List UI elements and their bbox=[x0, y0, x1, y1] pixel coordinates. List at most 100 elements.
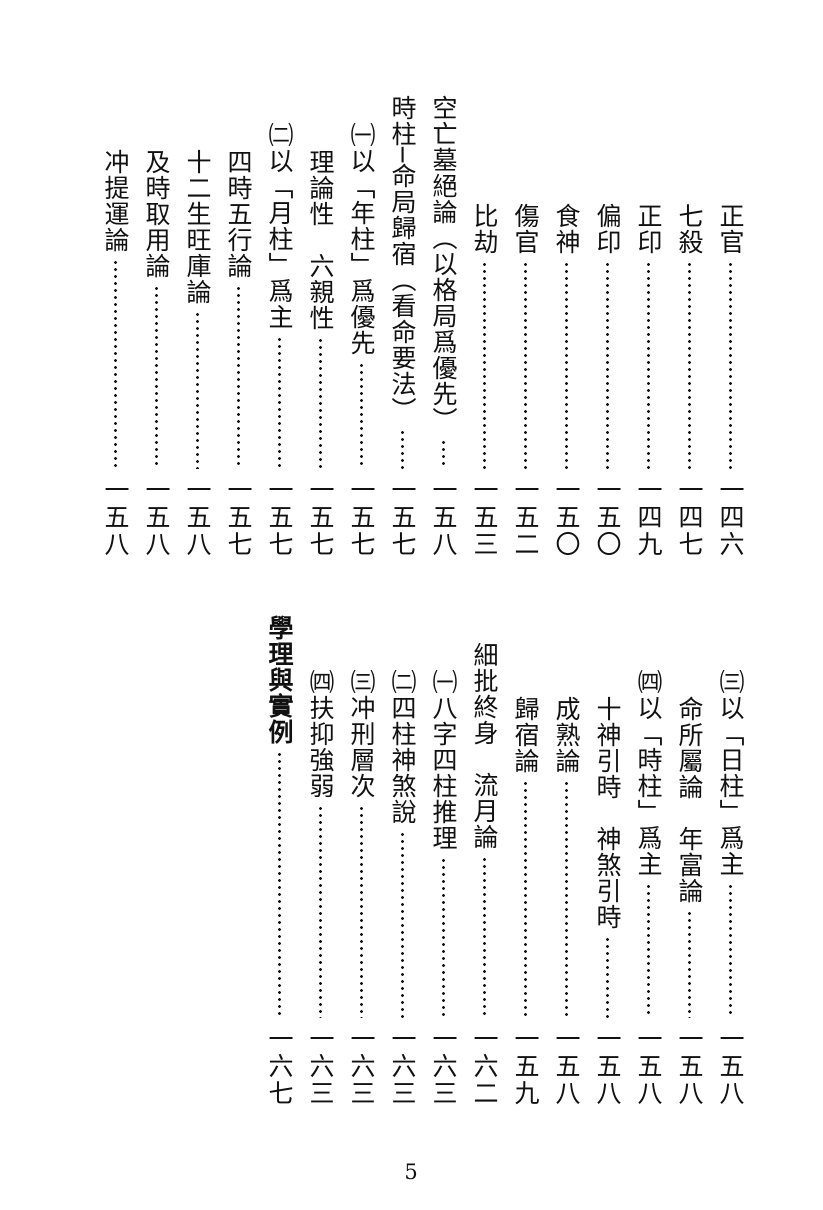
dot-leader bbox=[359, 362, 363, 469]
dot-leader bbox=[277, 751, 281, 1018]
toc-entry-page: 一五〇 bbox=[552, 477, 581, 558]
toc-entry-page: 一六三 bbox=[429, 1026, 458, 1107]
toc-entry-page: 一五九 bbox=[511, 1026, 540, 1107]
dot-leader bbox=[646, 883, 650, 1018]
toc-entry: 食神 一五〇 bbox=[551, 203, 581, 558]
toc-entry-title: 歸宿論 bbox=[511, 696, 540, 774]
toc-entry: 正印 一四九 bbox=[633, 203, 663, 558]
toc-entry: 學理與實例 一六七 bbox=[264, 615, 294, 1107]
toc-entry: 正官 一四六 bbox=[715, 203, 745, 558]
toc-entry-page: 一六七 bbox=[265, 1026, 294, 1107]
toc-entry: 四時五行論 一五七 bbox=[223, 149, 253, 558]
toc-entry-page: 一四九 bbox=[634, 477, 663, 558]
toc-entry-title: 時柱─命局歸宿（看命要法） bbox=[388, 95, 417, 424]
toc-entry-title: 及時取用論 bbox=[142, 149, 171, 279]
dot-leader bbox=[400, 429, 404, 469]
dot-leader bbox=[523, 780, 527, 1018]
toc-entry-title: 命所屬論 年富論 bbox=[675, 696, 704, 904]
dot-leader bbox=[564, 780, 568, 1018]
toc-entry-title: ㈢以「日柱」爲主 bbox=[716, 669, 745, 877]
toc-entry: 細批終身 流月論 一六二 bbox=[469, 642, 499, 1107]
toc-entry-page: 一六三 bbox=[388, 1026, 417, 1107]
toc-entry-title: 冲提運論 bbox=[101, 149, 130, 253]
toc-entry-page: 一五三 bbox=[470, 477, 499, 558]
toc-entry-title: ㈡四柱神煞說 bbox=[388, 669, 417, 825]
toc-entry-title: 七殺 bbox=[675, 203, 704, 255]
toc-entry-title: 正官 bbox=[716, 203, 745, 255]
dot-leader bbox=[277, 336, 281, 469]
toc-entry-page: 一五八 bbox=[183, 477, 212, 558]
toc-entry-title: 正印 bbox=[634, 203, 663, 255]
toc-entry-page: 一五七 bbox=[265, 477, 294, 558]
toc-entry-title: ㈣扶抑強弱 bbox=[306, 669, 335, 799]
toc-entry-title: 空亡墓絕論（以格局爲優先） bbox=[429, 95, 458, 433]
toc-entry-page: 一五八 bbox=[675, 1026, 704, 1107]
toc-entry: 冲提運論 一五八 bbox=[100, 149, 130, 558]
dot-leader bbox=[359, 805, 363, 1018]
toc-entry-page: 一五七 bbox=[224, 477, 253, 558]
toc-entry-page: 一五二 bbox=[511, 477, 540, 558]
toc-entry-page: 一四七 bbox=[675, 477, 704, 558]
dot-leader bbox=[482, 261, 486, 469]
toc-entry: 理論性 六親性 一五七 bbox=[305, 149, 335, 558]
toc-entry-title: 比劫 bbox=[470, 203, 499, 255]
toc-entry-title: 四時五行論 bbox=[224, 149, 253, 279]
toc-entry-page: 一五七 bbox=[306, 477, 335, 558]
toc-entry-page: 一六二 bbox=[470, 1026, 499, 1107]
toc-entry: ㈢冲刑層次 一六三 bbox=[346, 669, 376, 1107]
toc-entry: 時柱─命局歸宿（看命要法） 一五七 bbox=[387, 95, 417, 558]
dot-leader bbox=[564, 261, 568, 469]
dot-leader bbox=[523, 261, 527, 469]
toc-entry-title: ㈠八字四柱推理 bbox=[429, 669, 458, 851]
dot-leader bbox=[728, 883, 732, 1018]
toc-entry-title: 傷官 bbox=[511, 203, 540, 255]
toc-entry-page: 一五八 bbox=[552, 1026, 581, 1107]
toc-entry: 歸宿論 一五九 bbox=[510, 696, 540, 1107]
toc-entry-title: 成熟論 bbox=[552, 696, 581, 774]
toc-entry-page: 一五八 bbox=[716, 1026, 745, 1107]
dot-leader bbox=[318, 337, 322, 469]
toc-entry-page: 一五八 bbox=[142, 477, 171, 558]
dot-leader bbox=[646, 261, 650, 469]
dot-leader bbox=[605, 261, 609, 469]
toc-entry: 偏印 一五〇 bbox=[592, 203, 622, 558]
toc-entry: 命所屬論 年富論 一五八 bbox=[674, 696, 704, 1107]
toc-entry-page: 一六三 bbox=[347, 1026, 376, 1107]
toc-entry-title: 偏印 bbox=[593, 203, 622, 255]
dot-leader bbox=[728, 261, 732, 469]
dot-leader bbox=[236, 285, 240, 469]
toc-entry: 空亡墓絕論（以格局爲優先） 一五八 bbox=[428, 95, 458, 558]
dot-leader bbox=[400, 831, 404, 1018]
toc-entry: 十二生旺庫論 一五八 bbox=[182, 149, 212, 558]
dot-leader bbox=[482, 856, 486, 1018]
toc-entry-page: 一五〇 bbox=[593, 477, 622, 558]
toc-entry: 比劫 一五三 bbox=[469, 203, 499, 558]
toc-entry-page: 一五八 bbox=[101, 477, 130, 558]
page-number: 5 bbox=[404, 1160, 418, 1184]
toc-entry: 及時取用論 一五八 bbox=[141, 149, 171, 558]
dot-leader bbox=[687, 910, 691, 1018]
toc-entry-page: 一六三 bbox=[306, 1026, 335, 1107]
toc-entry-title: ㈢冲刑層次 bbox=[347, 669, 376, 799]
toc-entry-title: ㈠以「年柱」爲優先 bbox=[347, 122, 376, 356]
dot-leader bbox=[441, 857, 445, 1018]
toc-entry: ㈣以「時柱」爲主 一五八 bbox=[633, 669, 663, 1107]
toc-entry-title: ㈡以「月柱」爲主 bbox=[265, 122, 294, 330]
toc-entry-page: 一五七 bbox=[388, 477, 417, 558]
dot-leader bbox=[154, 285, 158, 469]
toc-entry-title: 十二生旺庫論 bbox=[183, 149, 212, 305]
dot-leader bbox=[441, 439, 445, 469]
toc-entry: ㈠以「年柱」爲優先 一五七 bbox=[346, 122, 376, 558]
toc-entry-title: 學理與實例 bbox=[265, 615, 294, 745]
toc-entry: 七殺 一四七 bbox=[674, 203, 704, 558]
toc-entry-page: 一四六 bbox=[716, 477, 745, 558]
toc-entry-title: 食神 bbox=[552, 203, 581, 255]
toc-entry: ㈣扶抑強弱 一六三 bbox=[305, 669, 335, 1107]
dot-leader bbox=[113, 259, 117, 469]
toc-entry-title: 理論性 六親性 bbox=[306, 149, 335, 331]
toc-entry-title: ㈣以「時柱」爲主 bbox=[634, 669, 663, 877]
toc-entry: ㈡四柱神煞說 一六三 bbox=[387, 669, 417, 1107]
toc-entry-page: 一五八 bbox=[593, 1026, 622, 1107]
toc-entry: 十神引時 神煞引時 一五八 bbox=[592, 696, 622, 1107]
toc-entry-title: 十神引時 神煞引時 bbox=[593, 696, 622, 930]
